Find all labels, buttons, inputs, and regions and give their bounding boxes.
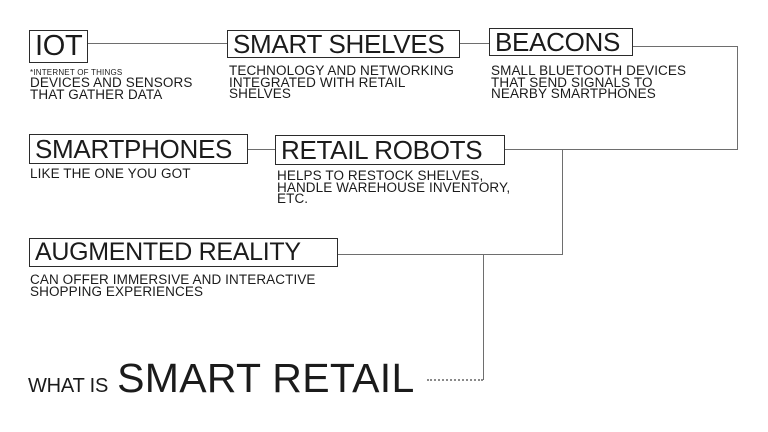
connector-mid-vertical-line (562, 149, 563, 254)
node-label-augmented-reality: AUGMENTED REALITY (35, 238, 301, 266)
connector-smartshelves-beacons-line (460, 43, 489, 44)
desc-line: HELPS TO RESTOCK SHELVES, (277, 168, 484, 183)
node-box-smartphones: SMARTPHONES (29, 134, 248, 164)
connector-lower-vertical-line (483, 254, 484, 380)
desc-line: ETC. (277, 191, 309, 207)
node-desc-smart-shelves: TECHNOLOGY AND NETWORKING INTEGRATED WIT… (229, 63, 455, 102)
node-box-beacons: BEACONS (489, 28, 633, 56)
connector-ar-right-line (338, 254, 563, 255)
title-main: SMART RETAIL (117, 355, 415, 401)
desc-line: THAT GATHER DATA (30, 86, 163, 102)
node-desc-beacons: SMALL BLUETOOTH DEVICES THAT SEND SIGNAL… (491, 63, 687, 102)
node-label-iot: IOT (35, 30, 83, 62)
desc-line: CAN OFFER IMMERSIVE AND INTERACTIVE (30, 272, 316, 287)
desc-line: THAT SEND SIGNALS TO (491, 74, 653, 90)
connector-beacons-right-line (633, 46, 738, 47)
desc-line: INTEGRATED WITH RETAIL (229, 74, 406, 90)
desc-line: TECHNOLOGY AND NETWORKING (229, 63, 455, 78)
desc-line: LIKE THE ONE YOU GOT (30, 166, 191, 181)
desc-line: NEARBY SMARTPHONES (491, 86, 656, 102)
connector-right-vertical-line (737, 46, 738, 150)
node-note-iot: *INTERNET OF THINGS (30, 68, 123, 77)
connector-smartphones-robots-line (248, 149, 275, 150)
node-label-beacons: BEACONS (495, 27, 621, 57)
node-box-smart-shelves: SMART SHELVES (227, 30, 460, 58)
node-desc-smartphones: LIKE THE ONE YOU GOT (30, 166, 191, 181)
node-desc-augmented-reality: CAN OFFER IMMERSIVE AND INTERACTIVE SHOP… (30, 272, 316, 299)
node-desc-iot: DEVICES AND SENSORS THAT GATHER DATA (30, 75, 193, 102)
node-box-retail-robots: RETAIL ROBOTS (275, 135, 505, 165)
desc-line: SMALL BLUETOOTH DEVICES (491, 63, 687, 78)
node-box-iot: IOT (29, 30, 88, 63)
desc-line: SHELVES (229, 86, 291, 102)
node-label-smart-shelves: SMART SHELVES (233, 29, 445, 59)
desc-line: HANDLE WAREHOUSE INVENTORY, (277, 179, 511, 195)
connector-robots-right-line (505, 149, 738, 150)
node-label-smartphones: SMARTPHONES (35, 134, 233, 164)
desc-line: SHOPPING EXPERIENCES (30, 283, 204, 299)
node-label-retail-robots: RETAIL ROBOTS (281, 135, 483, 165)
page-title: WHAT IS SMART RETAIL (28, 358, 415, 399)
node-desc-retail-robots: HELPS TO RESTOCK SHELVES, HANDLE WAREHOU… (277, 168, 511, 207)
desc-line: DEVICES AND SENSORS (30, 75, 193, 90)
connector-title-dotted-line (427, 379, 483, 381)
title-prefix: WHAT IS (28, 375, 109, 397)
connector-iot-smartshelves-line (88, 43, 227, 44)
node-box-augmented-reality: AUGMENTED REALITY (29, 238, 338, 267)
